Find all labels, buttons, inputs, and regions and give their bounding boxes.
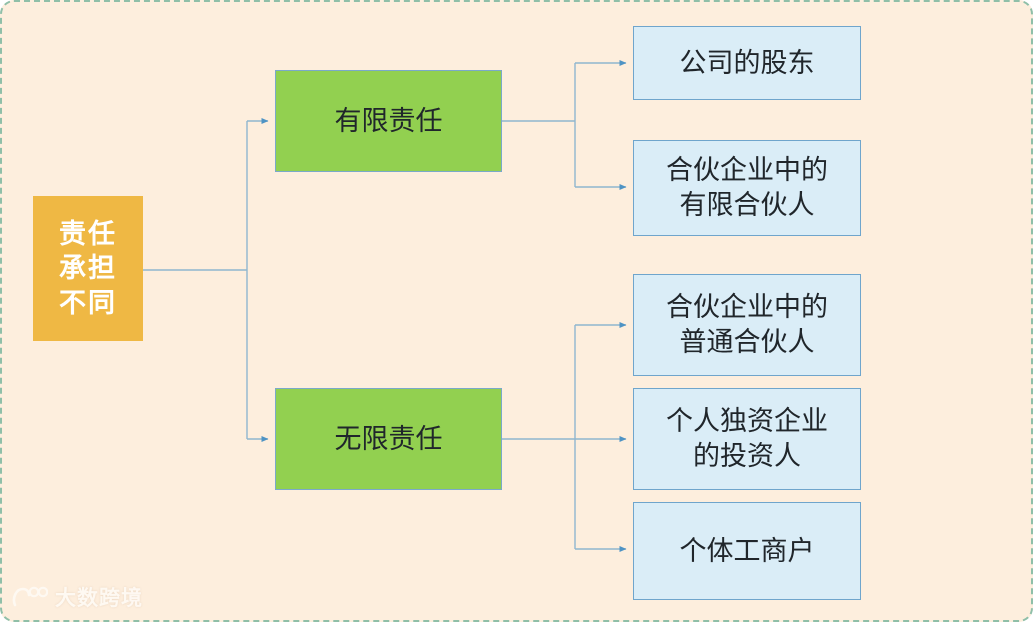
node-root-responsibility[interactable]: 责任 承担 不同 [33, 196, 143, 341]
node-individual-business[interactable]: 个体工商户 [633, 502, 861, 600]
node-sole-proprietorship-investor[interactable]: 个人独资企业 的投资人 [633, 388, 861, 490]
watermark-text: 大数跨境 [55, 587, 143, 610]
node-general-partner[interactable]: 合伙企业中的 普通合伙人 [633, 274, 861, 376]
node-unlimited-liability[interactable]: 无限责任 [275, 388, 502, 490]
watermark: 大数跨境 [12, 582, 143, 612]
node-company-shareholder[interactable]: 公司的股东 [633, 26, 861, 100]
node-limited-liability[interactable]: 有限责任 [275, 70, 502, 172]
brand-logo-icon [12, 585, 49, 609]
node-limited-partner[interactable]: 合伙企业中的 有限合伙人 [633, 140, 861, 236]
